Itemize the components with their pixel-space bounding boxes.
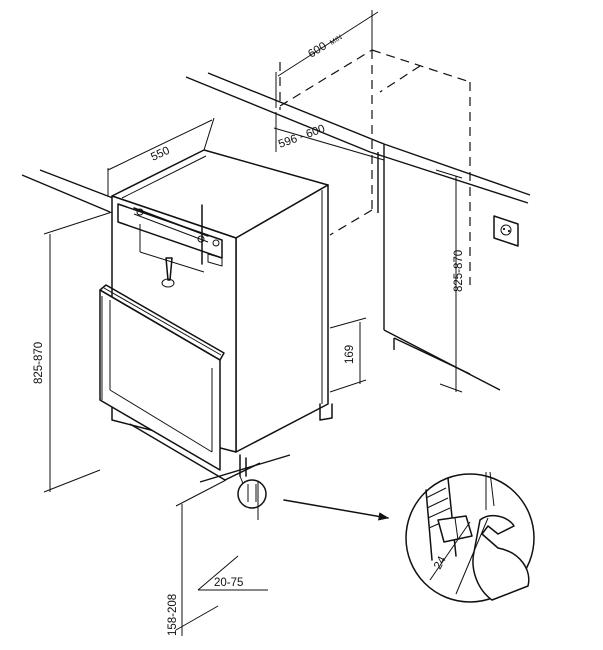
niche-outline (279, 49, 471, 285)
decor-door (99, 284, 225, 471)
dim-wrench-size-label: 24 (432, 554, 449, 571)
dim-door-plinth-label: 169 (344, 345, 356, 364)
worktop-lines (21, 72, 531, 391)
plinth (129, 423, 291, 507)
dim-plinth-height-label: 158-208 (167, 594, 179, 636)
dim-appliance-depth-label: 550 (149, 145, 171, 164)
dim-plinth-setback-label: 20-75 (214, 577, 243, 589)
foot-detail-marker (237, 479, 390, 521)
dim-niche-height-label: 825-870 (453, 250, 465, 292)
dim-cabinet-width-label: 600 MIN (306, 31, 344, 61)
foot-detail-zoom (405, 471, 535, 603)
dim-niche-width-label: 596 - 600 (277, 123, 327, 151)
wall-socket-icon (493, 215, 519, 247)
dim-appliance-height-label: 825-870 (33, 342, 45, 384)
dimension-lines (43, 10, 463, 636)
